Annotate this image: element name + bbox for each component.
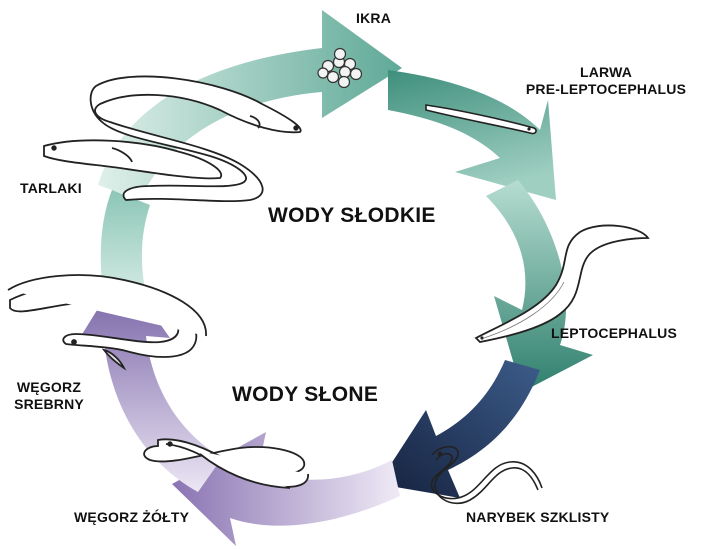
- ring-arrow-to-leptocephalus: [486, 180, 593, 392]
- ring-arrow-to-tarlaki: [100, 190, 150, 300]
- ring-arrow-to-srebrny: [76, 270, 222, 492]
- label-larwa: LARWA PRE-LEPTOCEPHALUS: [516, 64, 696, 98]
- label-leptocephalus: LEPTOCEPHALUS: [551, 325, 678, 341]
- narybek-icon: [430, 445, 543, 505]
- ring-arrow-to-larwa: [388, 70, 556, 200]
- label-zolty: WĘGORZ ŻÓŁTY: [74, 509, 190, 525]
- larwa-icon: [425, 104, 537, 135]
- ikra-eggs-icon: [317, 47, 363, 89]
- label-srebrny-line1: WĘGORZ: [16, 379, 82, 395]
- zolty-eel-icon: [143, 438, 309, 489]
- leptocephalus-icon: [474, 224, 650, 343]
- label-srebrny-line2: SREBRNY: [14, 396, 84, 412]
- label-narybek: NARYBEK SZKLISTY: [466, 509, 610, 525]
- label-srebrny: WĘGORZ SREBRNY: [14, 379, 84, 413]
- label-larwa-line1: LARWA: [579, 64, 633, 80]
- srebrny-eel-icon: [7, 274, 207, 371]
- tarlaki-eels-icon: [43, 75, 302, 203]
- ring-arrow-to-narybek: [378, 360, 540, 498]
- label-tarlaki: TARLAKI: [20, 180, 82, 196]
- label-fresh-water: WODY SŁODKIE: [268, 204, 436, 227]
- label-larwa-line2: PRE-LEPTOCEPHALUS: [525, 81, 687, 97]
- label-salt-water: WODY SŁONE: [232, 383, 379, 406]
- label-ikra: IKRA: [356, 10, 392, 26]
